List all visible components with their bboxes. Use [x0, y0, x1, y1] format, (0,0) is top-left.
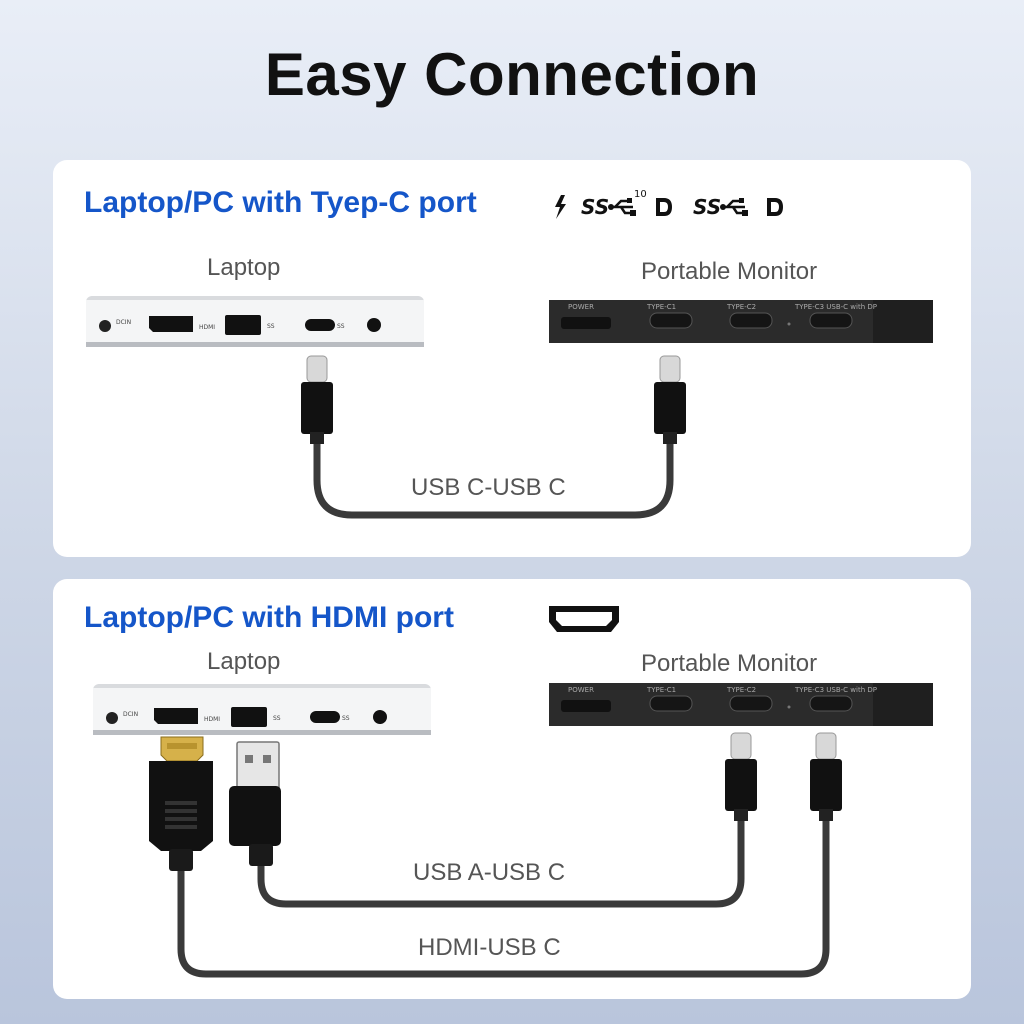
- section-heading: Laptop/PC with HDMI port: [84, 601, 454, 634]
- svg-text:HDMI: HDMI: [199, 324, 215, 331]
- page-title: Easy Connection: [264, 41, 760, 108]
- displayport-icon: [767, 198, 783, 216]
- cable-label-usb-a: USB A-USB C: [413, 859, 566, 886]
- monitor-side-illustration: POWER TYPE-C1 TYPE-C2 TYPE-C3 USB-C with…: [549, 683, 933, 726]
- connection-illustration: DCIN HDMI SS SS POWER TYPE-C1 TYPE-C2 TY…: [93, 606, 933, 978]
- svg-text:SS: SS: [342, 715, 350, 722]
- section-hdmi-card: Laptop/PC with HDMI port Laptop Portable…: [53, 579, 971, 999]
- svg-text:TYPE-C2: TYPE-C2: [726, 303, 756, 311]
- hdmi-to-usb-c-cable: [149, 732, 842, 978]
- hdmi-port-icon: [549, 606, 619, 632]
- svg-text:SS: SS: [273, 715, 281, 722]
- svg-text:SS: SS: [581, 195, 609, 219]
- monitor-label: Portable Monitor: [641, 650, 818, 677]
- svg-text:SS: SS: [693, 195, 721, 219]
- monitor-side-illustration: POWER TYPE-C1 TYPE-C2 TYPE-C3 USB-C with…: [549, 300, 933, 343]
- svg-text:POWER: POWER: [568, 303, 594, 311]
- monitor-label: Portable Monitor: [641, 258, 818, 285]
- svg-text:TYPE-C3 USB-C with DP: TYPE-C3 USB-C with DP: [794, 303, 877, 311]
- superspeed-10-usb-icon: SS 10: [581, 189, 647, 219]
- usb-c-cable: [301, 355, 686, 519]
- svg-text:TYPE-C3 USB-C with DP: TYPE-C3 USB-C with DP: [794, 686, 877, 694]
- svg-text:TYPE-C2: TYPE-C2: [726, 686, 756, 694]
- svg-text:POWER: POWER: [568, 686, 594, 694]
- cable-label-hdmi: HDMI-USB C: [418, 934, 561, 961]
- svg-text:DCIN: DCIN: [116, 319, 131, 326]
- section-heading: Laptop/PC with Tyep-C port: [84, 186, 477, 219]
- superspeed-usb-icon: SS: [693, 195, 748, 219]
- connection-illustration: SS 10 SS DCIN H: [86, 189, 933, 519]
- svg-text:TYPE-C1: TYPE-C1: [646, 686, 676, 694]
- laptop-label: Laptop: [207, 254, 281, 281]
- thunderbolt-icon: [555, 195, 566, 219]
- cable-label: USB C-USB C: [411, 474, 566, 501]
- usb-a-to-usb-c-cable: [229, 732, 757, 908]
- laptop-side-illustration: DCIN HDMI SS SS: [93, 684, 431, 735]
- svg-text:SS: SS: [267, 323, 275, 330]
- section-usbc-card: Laptop/PC with Tyep-C port Laptop Portab…: [53, 160, 971, 557]
- svg-text:SS: SS: [337, 323, 345, 330]
- svg-text:HDMI: HDMI: [204, 716, 220, 723]
- svg-text:TYPE-C1: TYPE-C1: [646, 303, 676, 311]
- laptop-side-illustration: DCIN HDMI SS SS: [86, 296, 424, 347]
- displayport-icon: [656, 198, 672, 216]
- laptop-label: Laptop: [207, 648, 281, 675]
- svg-text:DCIN: DCIN: [123, 711, 138, 718]
- usb-10-label: 10: [634, 189, 647, 200]
